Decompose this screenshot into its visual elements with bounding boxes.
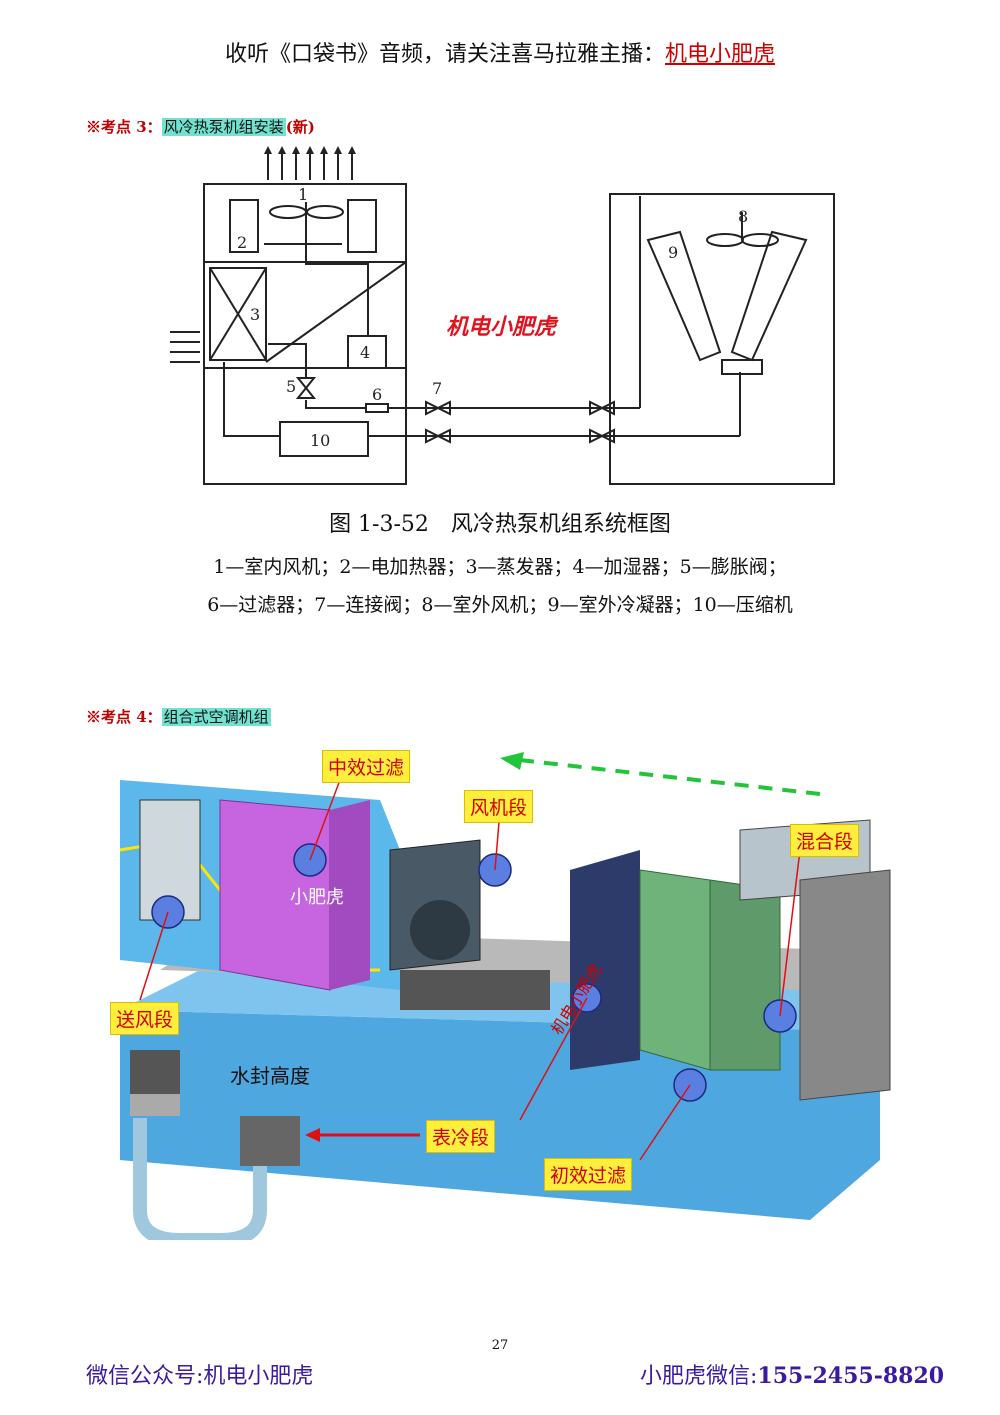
diagram-num-10: 10 — [310, 431, 330, 450]
label-primary-filter: 初效过滤 — [544, 1158, 633, 1191]
section3-heading: ※考点 3：风冷热泵机组安装(新) — [86, 116, 315, 137]
footer-wechat-contact: 小肥虎微信:155-2455-8820 — [640, 1358, 944, 1390]
header-author-link[interactable]: 机电小肥虎 — [665, 42, 776, 67]
section3-suffix: (新) — [285, 118, 315, 136]
footer-wechat-account: 微信公众号:机电小肥虎 — [86, 1364, 314, 1389]
label-cooling-coil: 表冷段 — [426, 1120, 496, 1153]
exhaust-arrows — [267, 152, 353, 180]
legend-line-1: 1—室内风机；2—电加热器；3—蒸发器；4—加湿器；5—膨胀阀； — [213, 556, 787, 578]
section4-heading: ※考点 4：组合式空调机组 — [86, 706, 271, 727]
label-mixing-section: 混合段 — [790, 824, 860, 857]
figure-caption: 图 1-3-52 风冷热泵机组系统框图 — [329, 512, 671, 537]
diagram-num-6: 6 — [372, 385, 382, 404]
label-water-seal: 水封高度 — [230, 1064, 310, 1088]
header-text: 收听《口袋书》音频，请关注喜马拉雅主播： — [224, 42, 665, 67]
diagram-watermark: 机电小肥虎 — [446, 314, 559, 340]
legend-line-2: 6—过滤器；7—连接阀；8—室外风机；9—室外冷凝器；10—压缩机 — [207, 594, 793, 616]
diagram-num-8: 8 — [738, 207, 748, 226]
diagram-num-5: 5 — [286, 377, 296, 396]
page-header: 收听《口袋书》音频，请关注喜马拉雅主播：机电小肥虎 — [0, 36, 1000, 68]
page-number: 27 — [491, 1338, 509, 1353]
footer-contact-label: 小肥虎微信: — [640, 1364, 758, 1389]
diagram-num-9: 9 — [668, 243, 678, 262]
label-medium-filter: 中效过滤 — [322, 750, 411, 783]
ahu-watermark-small: 小肥虎 — [290, 887, 344, 908]
footer-contact-number: 155-2455-8820 — [757, 1363, 945, 1389]
label-supply-section: 送风段 — [110, 1002, 180, 1035]
section4-topic: 组合式空调机组 — [161, 708, 271, 726]
diagram-num-2: 2 — [237, 233, 247, 252]
diagram-num-7: 7 — [432, 379, 442, 398]
diagram-num-4: 4 — [360, 343, 370, 362]
section3-mark: ※考点 3： — [86, 118, 162, 136]
diagram-num-3: 3 — [250, 305, 260, 324]
diagram-num-1: 1 — [298, 185, 308, 204]
heat-pump-diagram: 1 2 3 4 5 6 7 8 9 10 机电小肥虎 — [170, 146, 835, 485]
section3-topic: 风冷热泵机组安装 — [161, 118, 286, 136]
section4-mark: ※考点 4： — [86, 708, 162, 726]
label-fan-section: 风机段 — [464, 790, 534, 823]
